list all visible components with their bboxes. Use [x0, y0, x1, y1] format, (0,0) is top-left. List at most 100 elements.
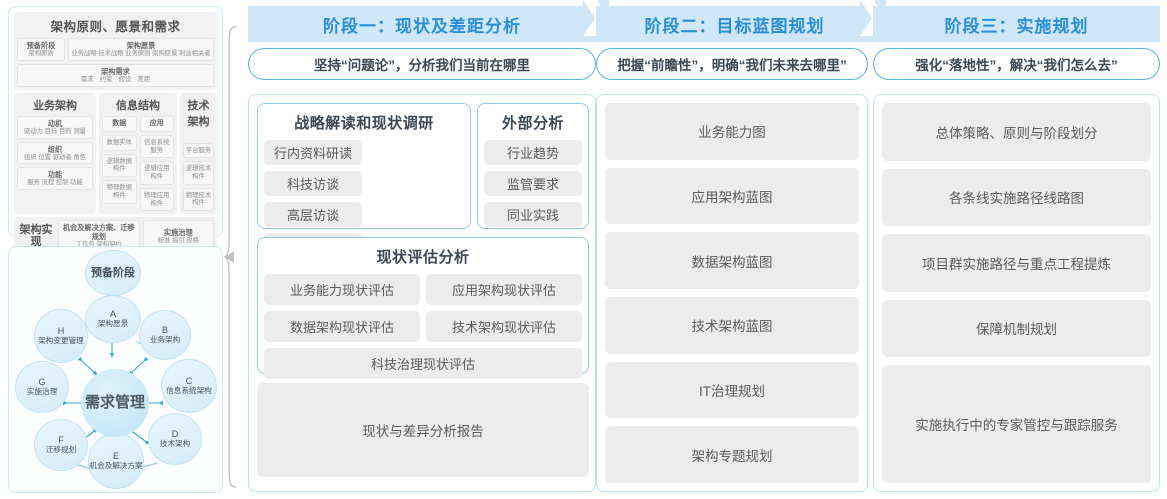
architecture-requirement-head: 架构需求 — [101, 66, 130, 76]
adm-node-center[interactable]: 需求管理 — [81, 369, 149, 437]
phase-2-banner: 阶段二：目标蓝图规划 — [596, 6, 873, 42]
opportunity-migration-sub: 工作包 架构契约 — [75, 241, 122, 249]
current-state-assessment-group: 现状评估分析 业务能力现状评估 应用架构现状评估 数据架构现状评估 技术架构现状… — [257, 237, 589, 379]
prep-phase-sub: 架构原则 — [28, 50, 54, 57]
architecture-implementation-label: 架构实现 — [19, 223, 53, 249]
adm-node-e-label: 机会及解决方案 — [89, 460, 143, 470]
implementation-governance-sub: 标准 指引 规格 — [157, 236, 199, 244]
phase-2-panel: 业务能力图 应用架构蓝图 数据架构蓝图 技术架构蓝图 IT治理规划 架构专题规划 — [596, 94, 868, 492]
adm-node-g-label: 实施治理 — [26, 386, 58, 396]
adm-node-h-letter: H — [57, 326, 65, 337]
chip-architecture-topic-planning[interactable]: 架构专题规划 — [605, 426, 859, 484]
chip-data-arch-blueprint[interactable]: 数据架构蓝图 — [605, 232, 859, 290]
external-analysis-chip-list: 行业趋势 监管要求 同业实践 — [484, 140, 582, 227]
technology-architecture-header: 技术架构 — [187, 99, 210, 128]
adm-node-f-letter: F — [58, 435, 64, 446]
chip-safeguard-mechanism-planning[interactable]: 保障机制规划 — [882, 299, 1151, 358]
prep-phase-head: 预备阶段 — [26, 41, 56, 50]
phase-3-subtitle: 强化“落地性”，解决“我们怎么去” — [873, 48, 1160, 80]
architecture-vision-box: 架构愿景 业务战略 技术战略 业务原则 架构愿景 利益相关者 — [68, 38, 214, 61]
chip-data-arch-assessment[interactable]: 数据架构现状评估 — [264, 311, 420, 342]
chip-overall-strategy-principles-phasing[interactable]: 总体策略、原则与阶段划分 — [882, 103, 1151, 161]
chip-it-governance-planning[interactable]: IT治理规划 — [605, 361, 859, 419]
chip-application-arch-blueprint[interactable]: 应用架构蓝图 — [605, 167, 859, 225]
adm-node-f-label: 迁移规划 — [45, 444, 77, 454]
phase-1-banner-label: 阶段一：现状及差距分析 — [323, 16, 521, 36]
adm-node-d-letter: D — [171, 429, 179, 440]
function-head: 功能 — [47, 170, 63, 180]
adm-node-prep-label: 预备阶段 — [91, 266, 135, 279]
chip-tech-governance-assessment[interactable]: 科技治理现状评估 — [264, 348, 582, 379]
architecture-vision-sub: 业务战略 技术战略 业务原则 架构愿景 利益相关者 — [71, 50, 211, 57]
strategy-research-group: 战略解读和现状调研 行内资料研读 科技访谈 高层访谈 关键系统访谈 业务访谈 系… — [257, 103, 471, 320]
chip-line-implementation-roadmap[interactable]: 各条线实施路径线路图 — [882, 168, 1151, 227]
organization-box: 组织 组织 位置 驱动者 角色 — [17, 141, 93, 165]
chip-peer-practice[interactable]: 同业实践 — [484, 202, 582, 227]
adm-node-c[interactable]: C 信息系统架构 — [161, 359, 217, 413]
current-state-assessment-chip-list: 业务能力现状评估 应用架构现状评估 数据架构现状评估 技术架构现状评估 科技治理… — [264, 274, 582, 379]
chip-business-capability-assessment[interactable]: 业务能力现状评估 — [264, 274, 420, 305]
prep-phase-box: 预备阶段 架构原则 — [17, 38, 65, 61]
chip-regulatory-requirement[interactable]: 监管要求 — [484, 171, 582, 196]
togaf-column: 架构原则、愿景和需求 预备阶段 架构原则 架构愿景 业务战略 技术战略 业务原则… — [8, 6, 223, 493]
togaf-content-framework-panel: 架构原则、愿景和需求 预备阶段 架构原则 架构愿景 业务战略 技术战略 业务原则… — [8, 6, 223, 256]
adm-node-d[interactable]: D 技术架构 — [148, 413, 202, 465]
physical-data-component-box: 物理数据构件 — [102, 180, 137, 204]
phase-2-banner-label: 阶段二：目标蓝图规划 — [644, 16, 825, 36]
phase-2-subtitle: 把握“前瞻性”，明确“我们未来去哪里” — [596, 48, 868, 80]
chip-technology-arch-blueprint[interactable]: 技术架构蓝图 — [605, 297, 859, 354]
information-structure-header: 信息结构 — [116, 99, 160, 112]
chip-industry-trend[interactable]: 行业趋势 — [484, 140, 582, 165]
chip-program-path-key-projects[interactable]: 项目群实施路径与重点工程提炼 — [882, 234, 1151, 292]
adm-node-c-label: 信息系统架构 — [166, 385, 212, 395]
chip-technology-arch-assessment[interactable]: 技术架构现状评估 — [426, 311, 582, 342]
adm-node-e-letter: E — [112, 451, 119, 462]
adm-node-c-letter: C — [185, 376, 193, 387]
adm-node-prep[interactable]: 预备阶段 — [85, 250, 141, 296]
business-architecture-header: 业务架构 — [33, 99, 77, 112]
opportunity-migration-head: 机会及解决方案、迁移规划 — [62, 223, 135, 242]
motivation-sub: 驱动力 目标 目的 测量 — [24, 127, 86, 135]
chip-current-state-gap-report[interactable]: 现状与差异分析报告 — [257, 383, 589, 477]
physical-technology-component-box: 物理技术构件 — [183, 187, 214, 212]
adm-node-e[interactable]: E 机会及解决方案 — [88, 433, 144, 489]
motivation-box: 动机 驱动力 目标 目的 测量 — [17, 115, 93, 139]
chip-application-arch-assessment[interactable]: 应用架构现状评估 — [426, 274, 582, 305]
chip-tech-interview[interactable]: 科技访谈 — [264, 171, 362, 196]
application-subcol-head: 应用 — [139, 115, 174, 133]
technology-architecture-column: 技术架构 平台服务 逻辑技术构件 物理技术构件 — [180, 92, 217, 215]
external-analysis-group: 外部分析 行业趋势 监管要求 同业实践 — [477, 103, 589, 229]
organization-head: 组织 — [47, 144, 63, 154]
architecture-requirement-sub: 需求 约束 假设 差距 — [80, 75, 151, 83]
phase-3-item-list: 总体策略、原则与阶段划分 各条线实施路径线路图 项目群实施路径与重点工程提炼 保… — [882, 103, 1151, 483]
adm-node-a-label: 架构愿景 — [97, 318, 129, 328]
function-sub: 服务 流程 控制 功能 — [27, 179, 83, 187]
phase-2-item-list: 业务能力图 应用架构蓝图 数据架构蓝图 技术架构蓝图 IT治理规划 架构专题规划 — [605, 103, 859, 484]
platform-service-box: 平台服务 — [183, 142, 214, 159]
logical-application-component-box: 逻辑应用构件 — [139, 161, 174, 185]
adm-node-b[interactable]: B 业务架构 — [139, 310, 191, 360]
architecture-principles-section: 架构原则、愿景和需求 预备阶段 架构原则 架构愿景 业务战略 技术战略 业务原则… — [14, 12, 217, 90]
chip-internal-doc-study[interactable]: 行内资料研读 — [264, 140, 362, 165]
phase-3-panel: 总体策略、原则与阶段划分 各条线实施路径线路图 项目群实施路径与重点工程提炼 保… — [873, 94, 1160, 492]
phase-3-subtitle-label: 强化“落地性”，解决“我们怎么去” — [915, 58, 1118, 73]
architecture-requirement-box: 架构需求 需求 约束 假设 差距 — [17, 63, 214, 87]
phase-3-banner-label: 阶段三：实施规划 — [944, 16, 1089, 36]
adm-node-b-label: 业务架构 — [149, 334, 181, 344]
adm-node-center-label: 需求管理 — [84, 393, 145, 411]
adm-node-h[interactable]: H 架构变更管理 — [34, 309, 88, 363]
phase-1-banner: 阶段一：现状及差距分析 — [248, 6, 596, 42]
adm-node-f[interactable]: F 迁移规划 — [34, 419, 88, 471]
architecture-vision-head: 架构愿景 — [126, 41, 156, 50]
physical-application-component-box: 物理应用构件 — [139, 187, 174, 212]
adm-node-d-label: 技术架构 — [159, 438, 191, 448]
chip-business-capability-map[interactable]: 业务能力图 — [605, 103, 859, 160]
chip-executive-interview[interactable]: 高层访谈 — [264, 202, 362, 227]
adm-node-g[interactable]: G 实施治理 — [15, 361, 69, 413]
chip-expert-control-tracking-service[interactable]: 实施执行中的专家管控与跟踪服务 — [882, 365, 1151, 483]
adm-node-g-letter: G — [38, 377, 46, 388]
adm-node-a[interactable]: A 架构愿景 — [85, 295, 141, 343]
phase-1-panel: 战略解读和现状调研 行内资料研读 科技访谈 高层访谈 关键系统访谈 业务访谈 系… — [248, 94, 596, 492]
section-title-principles: 架构原则、愿景和需求 — [50, 20, 181, 34]
